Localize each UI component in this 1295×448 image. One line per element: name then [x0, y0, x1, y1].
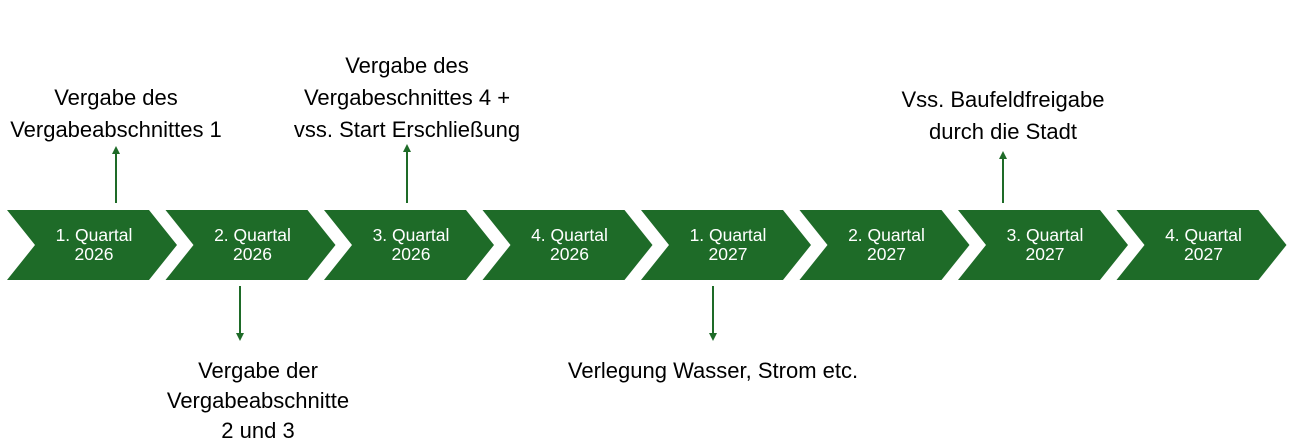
period-label: 4. Quartal 2027: [1144, 210, 1264, 280]
milestone-annotation-above: Vergabe des Vergabeschnittes 4 + vss. St…: [257, 50, 557, 146]
period-label: 2. Quartal 2026: [193, 210, 313, 280]
period-quarter: 3. Quartal: [1006, 225, 1084, 245]
period-label: 1. Quartal 2027: [668, 210, 788, 280]
period-quarter: 3. Quartal: [372, 225, 450, 245]
period-quarter: 4. Quartal: [1165, 225, 1242, 245]
annotation-line: Vergabe der: [198, 358, 318, 383]
chevron-6: [799, 210, 970, 280]
period-year: 2026: [550, 244, 589, 264]
annotation-line: Vergabeschnittes 4 +: [303, 85, 511, 110]
period-year: 2027: [708, 244, 748, 264]
chevron-8: [1116, 210, 1287, 280]
chevron-2: [165, 210, 336, 280]
period-label: 2. Quartal 2027: [827, 210, 947, 280]
period-quarter: 4. Quartal: [531, 225, 608, 245]
chevron-3: [324, 210, 494, 280]
period-label: 3. Quartal 2026: [351, 210, 471, 280]
annotation-line: durch die Stadt: [929, 119, 1077, 144]
milestone-annotation-below: Verlegung Wasser, Strom etc.: [533, 356, 893, 386]
period-year: 2026: [74, 244, 114, 264]
period-year: 2027: [1025, 244, 1065, 264]
period-label: 4. Quartal 2026: [510, 210, 630, 280]
period-label: 1. Quartal 2026: [34, 210, 154, 280]
annotation-line: Verlegung Wasser, Strom etc.: [567, 358, 859, 383]
period-label: 3. Quartal 2027: [985, 210, 1105, 280]
annotation-line: 2 und 3: [221, 418, 295, 443]
annotation-line: Vss. Baufeldfreigabe: [901, 87, 1105, 112]
period-year: 2027: [867, 244, 906, 264]
period-quarter: 1. Quartal: [689, 225, 767, 245]
annotation-line: Vergabeabschnitte: [166, 388, 350, 413]
chevron-7: [958, 210, 1128, 280]
chevron-5: [641, 210, 811, 280]
period-year: 2026: [233, 244, 272, 264]
period-year: 2027: [1184, 244, 1223, 264]
period-quarter: 2. Quartal: [214, 225, 291, 245]
period-year: 2026: [391, 244, 431, 264]
period-quarter: 1. Quartal: [55, 225, 133, 245]
annotation-line: Vergabe des: [345, 53, 469, 78]
chevron-4: [482, 210, 653, 280]
period-quarter: 2. Quartal: [848, 225, 925, 245]
milestone-annotation-above: Vergabe des Vergabeabschnittes 1: [0, 82, 266, 146]
annotation-line: Vergabe des: [54, 85, 178, 110]
milestone-annotation-below: Vergabe der Vergabeabschnitte 2 und 3: [78, 356, 438, 446]
milestone-annotation-above: Vss. Baufeldfreigabe durch die Stadt: [853, 84, 1153, 148]
annotation-line: vss. Start Erschließung: [293, 117, 521, 142]
annotation-line: Vergabeabschnittes 1: [10, 117, 222, 142]
chevron-1: [7, 210, 177, 280]
